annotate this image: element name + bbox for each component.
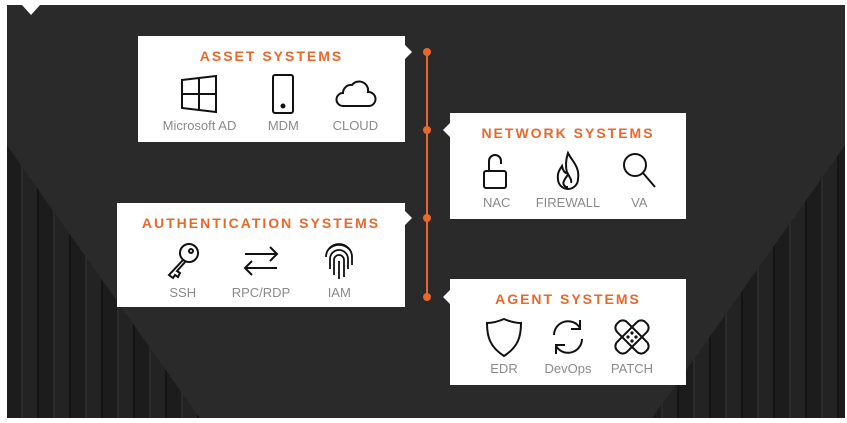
network-item-firewall: FIREWALL <box>535 149 601 210</box>
auth-item-iam: IAM <box>314 239 364 300</box>
item-label: SSH <box>169 285 197 300</box>
magnifier-icon <box>623 153 657 188</box>
key-icon <box>167 243 199 280</box>
agent-item-patch: PATCH <box>607 315 657 376</box>
auth-item-rpc-rdp: RPC/RDP <box>231 239 291 300</box>
item-label: IAM <box>327 285 351 300</box>
asset-systems-card: ASSET SYSTEMS Microsoft AD MDM CLOUD <box>138 36 412 142</box>
agent-systems-card: AGENT SYSTEMS EDR DevOps PATCH <box>443 279 686 385</box>
cloud-icon <box>335 80 377 107</box>
network-item-va: VA <box>614 149 664 210</box>
item-label: Microsoft AD <box>162 118 237 133</box>
mobile-phone-icon <box>272 74 295 114</box>
card-title: NETWORK SYSTEMS <box>481 125 655 141</box>
auth-item-ssh: SSH <box>158 239 208 300</box>
network-item-nac: NAC <box>472 149 522 210</box>
windows-icon <box>180 74 217 114</box>
timeline-dot-network <box>423 126 431 134</box>
item-label: MDM <box>267 118 299 133</box>
item-label: CLOUD <box>332 118 379 133</box>
top-notch <box>22 5 40 15</box>
card-title: AGENT SYSTEMS <box>495 291 641 307</box>
asset-item-cloud: CLOUD <box>330 72 380 133</box>
timeline-dot-asset <box>423 48 431 56</box>
item-label: NAC <box>483 195 511 210</box>
unlocked-padlock-icon <box>482 154 507 189</box>
item-label: FIREWALL <box>535 195 601 210</box>
item-label: EDR <box>490 361 518 376</box>
card-title: AUTHENTICATION SYSTEMS <box>141 215 381 231</box>
shield-icon <box>485 317 523 358</box>
item-label: RPC/RDP <box>231 285 291 300</box>
item-label: VA <box>631 195 648 210</box>
bandage-icon <box>614 319 650 355</box>
exchange-arrows-icon <box>243 246 279 276</box>
timeline-line <box>426 52 428 297</box>
timeline-dot-auth <box>423 214 431 222</box>
item-label: PATCH <box>610 361 654 376</box>
timeline-dot-agent <box>423 293 431 301</box>
agent-item-devops: DevOps <box>543 315 593 376</box>
card-title: ASSET SYSTEMS <box>199 48 344 64</box>
fingerprint-icon <box>325 243 354 279</box>
asset-item-microsoft-ad: Microsoft AD <box>162 72 237 133</box>
item-label: DevOps <box>544 361 592 376</box>
authentication-systems-card: AUTHENTICATION SYSTEMS SSH RPC/RDP IAM <box>117 203 412 307</box>
flame-icon <box>556 150 580 190</box>
agent-item-edr: EDR <box>479 315 529 376</box>
asset-item-mdm: MDM <box>258 72 308 133</box>
sync-icon <box>553 320 583 354</box>
network-systems-card: NETWORK SYSTEMS NAC FIREWALL VA <box>443 113 686 219</box>
